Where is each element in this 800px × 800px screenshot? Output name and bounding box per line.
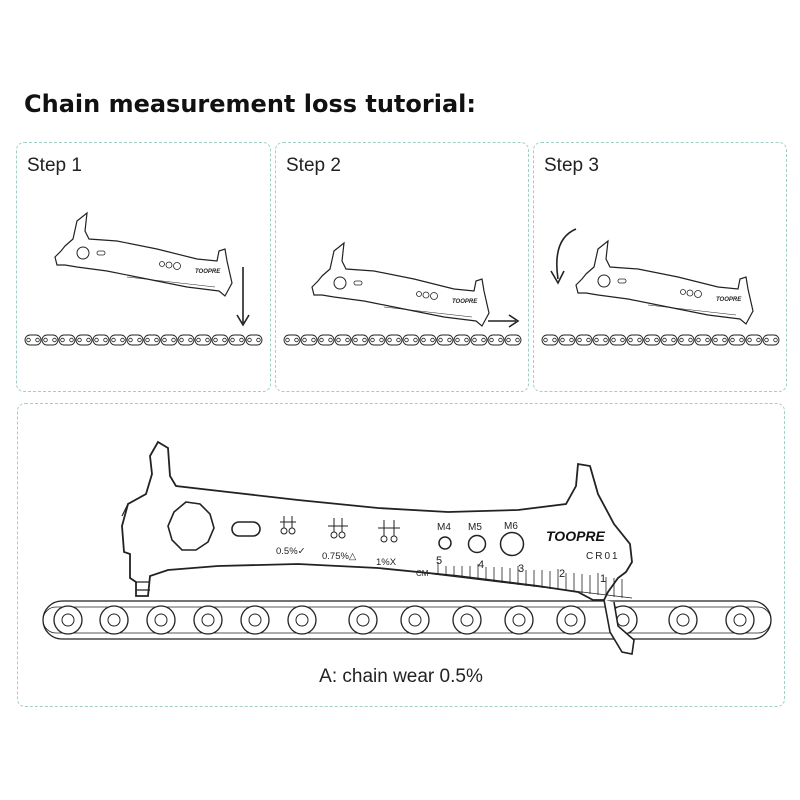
hex-label-m5: M5: [468, 522, 482, 533]
wear-icon-05: [280, 516, 296, 535]
hex-socket-icon: [167, 501, 215, 551]
wear-icon-1: [378, 520, 400, 543]
ruler-tick-1: 1: [600, 573, 606, 585]
brand-logo: TOOPRE: [546, 528, 606, 544]
ruler-scale: [431, 562, 633, 599]
ruler-tick-4: 4: [478, 559, 484, 571]
step-panel-2: Step 2: [275, 142, 529, 392]
detail-panel: TOOPRE CR01 0.5%✓ 0.75%△ 1%X M4 M5 M6 CM…: [17, 403, 785, 707]
step-panel-1: Step 1: [16, 142, 271, 392]
chain-checker-tool: TOOPRE CR01 0.5%✓ 0.75%△ 1%X M4 M5 M6 CM…: [121, 440, 635, 655]
step-label: Step 1: [27, 155, 82, 176]
curved-down-arrow-icon: [550, 228, 577, 285]
hex-hole-m6: [499, 531, 525, 557]
wear-label-075: 0.75%△: [322, 551, 357, 562]
step-3-illustration: [541, 228, 780, 346]
tool-detail-illustration: TOOPRE CR01 0.5%✓ 0.75%△ 1%X M4 M5 M6 CM…: [42, 440, 772, 655]
chain: [42, 600, 772, 640]
ruler-tick-3: 3: [518, 563, 524, 575]
ruler-tick-2: 2: [559, 568, 565, 580]
step-1-illustration: [24, 212, 263, 346]
step-label: Step 3: [544, 155, 599, 176]
wear-icon-075: [328, 518, 348, 539]
ruler-tick-5: 5: [436, 555, 442, 567]
step-2-illustration: [283, 242, 522, 346]
down-arrow-icon: [236, 267, 250, 327]
hex-hole-m4: [438, 536, 452, 550]
step-label: Step 2: [286, 155, 341, 176]
hex-label-m4: M4: [437, 522, 451, 533]
hex-hole-m5: [467, 534, 487, 554]
wear-caption: A: chain wear 0.5%: [319, 666, 483, 687]
model-label: CR01: [586, 551, 620, 562]
page-title: Chain measurement loss tutorial:: [24, 90, 476, 118]
step-panel-3: Step 3: [533, 142, 787, 392]
hex-label-m6: M6: [504, 521, 518, 532]
right-arrow-icon: [488, 314, 520, 328]
wear-label-05: 0.5%✓: [276, 546, 306, 557]
wear-label-1: 1%X: [376, 557, 397, 568]
ruler-unit: CM: [416, 569, 429, 578]
